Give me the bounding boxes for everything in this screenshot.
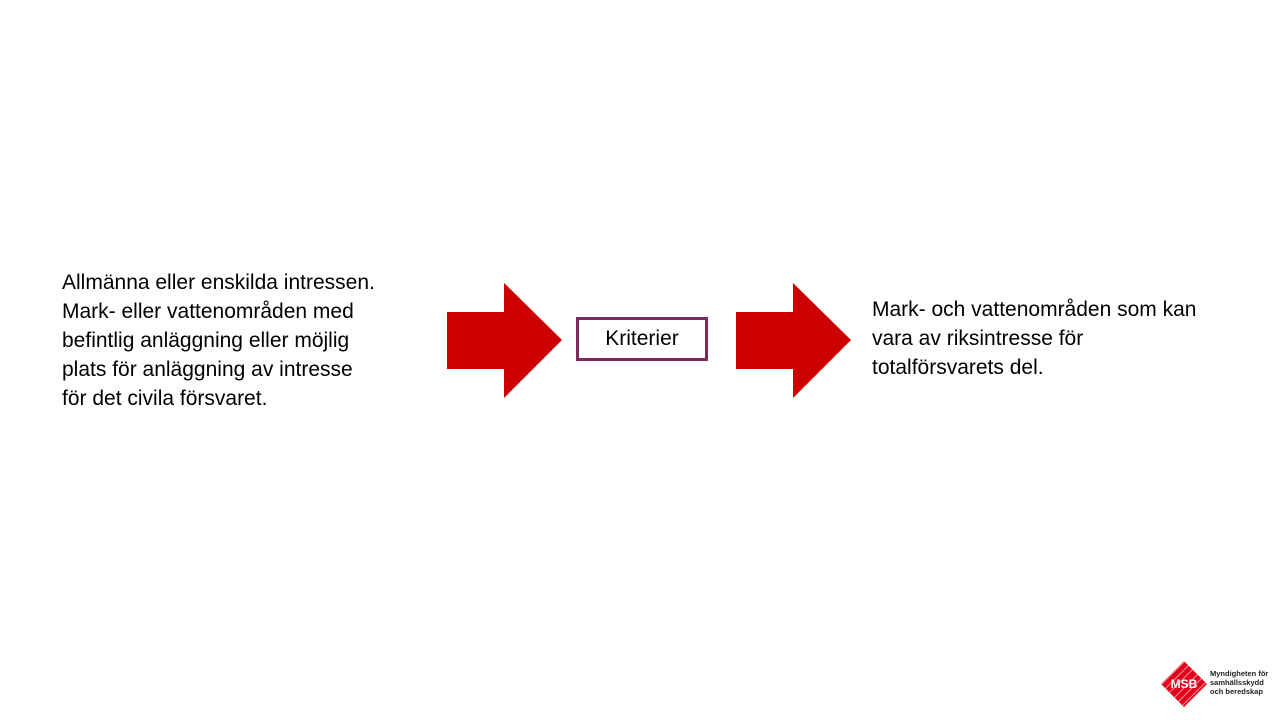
result-description: Mark- och vattenområden som kan vara av … (872, 295, 1196, 382)
logo-name-line: samhällsskydd (1210, 678, 1264, 687)
result-line: totalförsvarets del. (872, 356, 1044, 379)
criteria-box: Kriterier (576, 317, 708, 361)
right-arrow-icon (736, 283, 851, 398)
result-line: vara av riksintresse för (872, 327, 1084, 350)
source-line: Allmänna eller enskilda intressen. (62, 271, 375, 294)
criteria-label: Kriterier (605, 327, 679, 350)
logo-name-line: och beredskap (1210, 687, 1263, 696)
msb-logo-mark-icon: MSB (1161, 661, 1207, 707)
logo-name-line: Myndigheten för (1210, 669, 1269, 678)
result-line: Mark- och vattenområden som kan (872, 298, 1197, 321)
logo-name: Myndigheten för samhällsskydd och bereds… (1210, 669, 1268, 696)
source-description: Allmänna eller enskilda intressen. Mark-… (62, 268, 375, 413)
right-arrow-icon (447, 283, 562, 398)
logo-mark-text: MSB (1171, 677, 1198, 691)
msb-logo: MSB Myndigheten för samhällsskydd och be… (1160, 660, 1270, 708)
source-line: befintlig anläggning eller möjlig (62, 329, 350, 352)
source-line: Mark- eller vattenområden med (62, 300, 354, 323)
source-line: för det civila försvaret. (62, 387, 268, 410)
source-line: plats för anläggning av intresse (62, 358, 353, 381)
